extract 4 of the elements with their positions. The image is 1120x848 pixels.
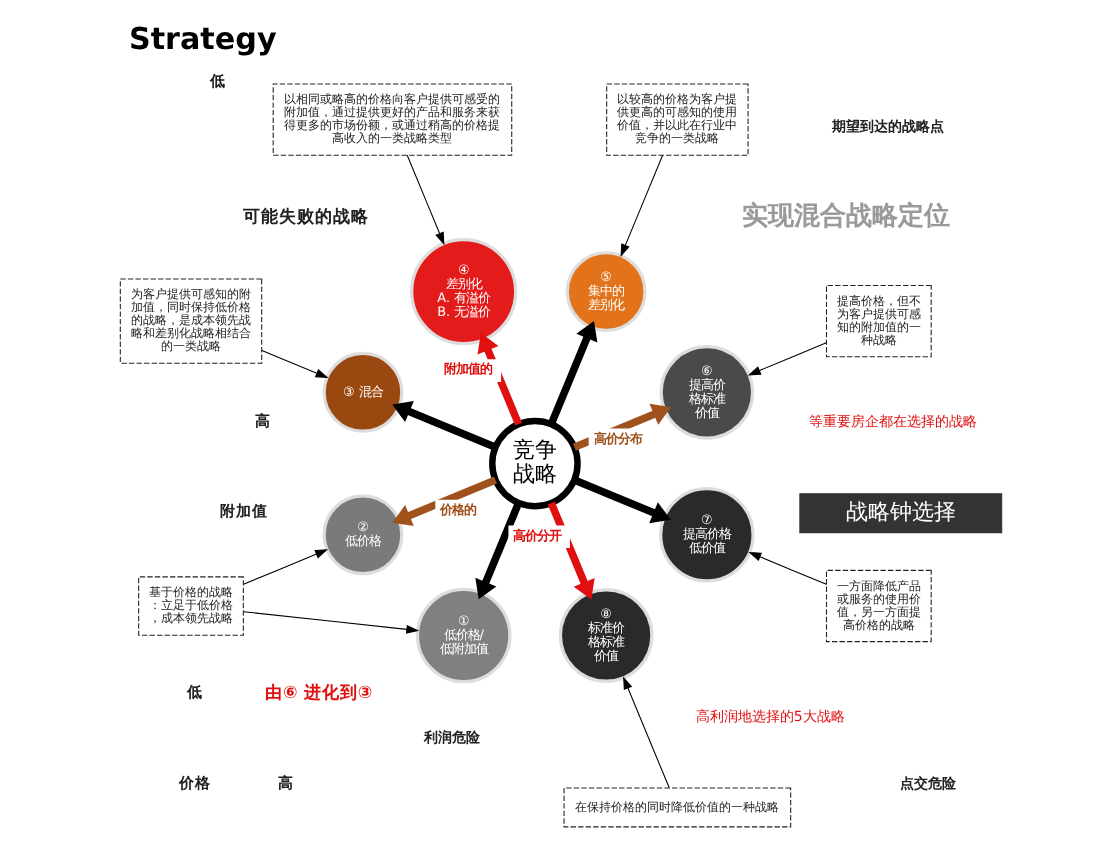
label: 由⑥ 进化到③: [264, 683, 372, 704]
diagram-title: Strategy: [127, 20, 276, 57]
label: 可能失败的战略: [241, 207, 368, 228]
label: 实现混合战略定位: [740, 202, 949, 233]
